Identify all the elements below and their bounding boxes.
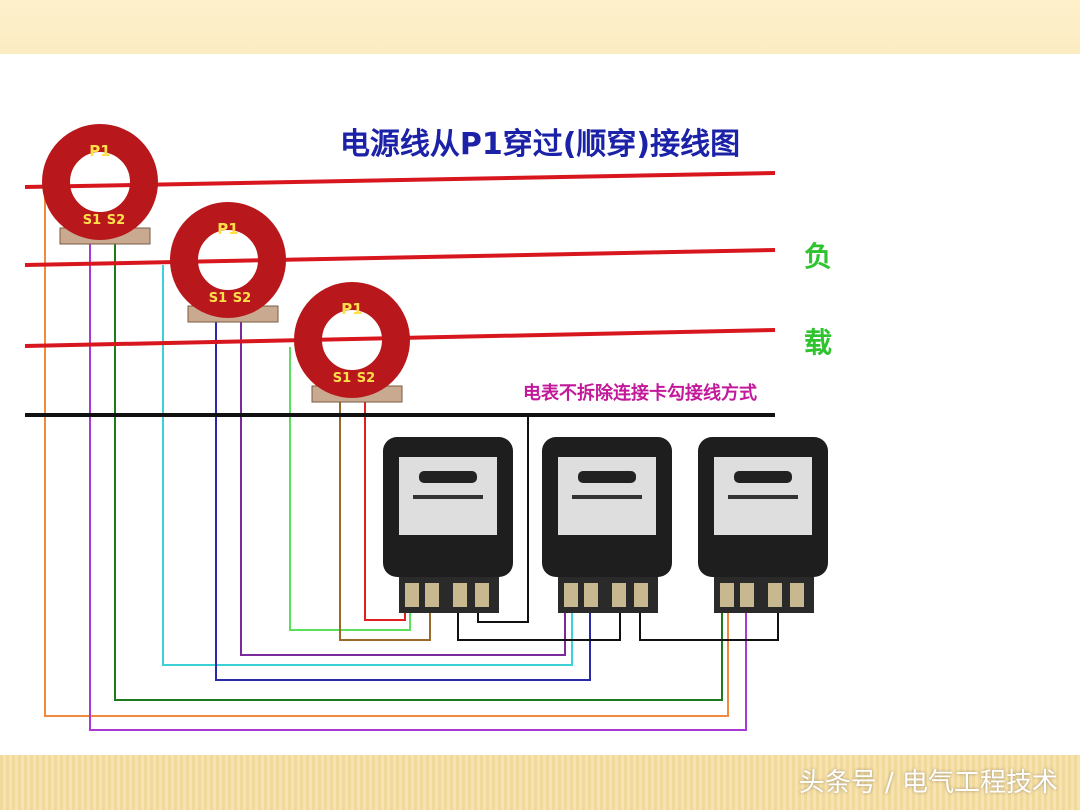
svg-text:P1: P1 (217, 220, 238, 238)
svg-text:P1: P1 (89, 142, 110, 160)
energy-meter-3 (698, 437, 828, 613)
current-transformer-1: P1 S1 S2 (42, 124, 158, 245)
wire-darkgreen (114, 235, 723, 701)
svg-text:P1: P1 (341, 300, 362, 318)
svg-text:S1: S1 (209, 291, 227, 306)
wiring-diagram: 电源线从P1穿过(顺穿)接线图 负 载 电表不拆除连接卡勾接线方式 P1 S1 … (24, 124, 832, 731)
secondary-wires (44, 190, 779, 731)
wire-purple-1 (89, 235, 747, 731)
wire-cyan (162, 265, 573, 666)
wire-black-3 (639, 612, 779, 641)
meter-note: 电表不拆除连接卡勾接线方式 (523, 382, 757, 404)
load-label-2: 载 (804, 326, 832, 359)
wire-black-1 (477, 415, 529, 623)
diagram-title: 电源线从P1穿过(顺穿)接线图 (340, 127, 740, 162)
header-band (0, 0, 1080, 54)
current-transformer-3: P1 S1 S2 (294, 282, 410, 403)
current-transformer-2: P1 S1 S2 (170, 202, 286, 323)
wire-brown (339, 395, 431, 641)
wire-red (364, 395, 406, 621)
watermark: 头条号 / 电气工程技术 (798, 768, 1058, 798)
svg-text:S2: S2 (107, 213, 125, 228)
wire-lightgreen (289, 347, 411, 631)
wire-orange (44, 190, 729, 717)
svg-text:S2: S2 (357, 371, 375, 386)
load-label-1: 负 (804, 240, 832, 273)
svg-text:S1: S1 (83, 213, 101, 228)
wire-purple-2 (240, 312, 566, 656)
footer-band (0, 755, 1080, 810)
phase-line-2 (24, 248, 776, 267)
wire-blue (215, 312, 591, 681)
svg-text:S2: S2 (233, 291, 251, 306)
svg-text:S1: S1 (333, 371, 351, 386)
energy-meter-1 (383, 437, 513, 613)
energy-meter-2 (542, 437, 672, 613)
wire-black-2 (457, 612, 621, 641)
